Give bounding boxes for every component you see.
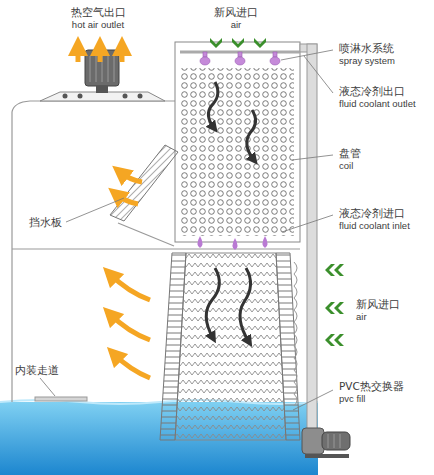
coil-section [175, 42, 300, 242]
part-label: PVC热交换器 [338, 380, 405, 392]
part-label: spray system [338, 56, 396, 67]
part-label: 内装走道 [14, 364, 60, 376]
drift-eliminator [110, 145, 178, 221]
part-label: fluid coolant inlet [338, 221, 411, 232]
fresh-air-arrows [210, 38, 344, 346]
part-label: pvc fill [338, 394, 366, 405]
part-label: fluid coolant outlet [338, 99, 417, 110]
part-label: 新风进口 [355, 298, 401, 310]
walkway [35, 397, 87, 401]
pvc-fill [160, 253, 300, 440]
part-label: 液态冷剂出口 [338, 85, 406, 97]
part-label: air [355, 312, 368, 323]
coolant-drops [198, 236, 268, 250]
leader-lines [40, 50, 333, 410]
part-label: air [230, 20, 243, 31]
hot-air-arrows [78, 46, 150, 378]
part-label: 盘管 [338, 147, 362, 159]
part-label: 喷淋水系统 [338, 42, 395, 54]
part-label: 热空气出口 [70, 6, 127, 18]
part-label: coil [338, 161, 354, 172]
part-label: hot air outlet [71, 20, 125, 31]
part-label: 挡水板 [28, 216, 63, 228]
part-label: 液态冷剂进口 [338, 207, 406, 219]
part-label: 新风进口 [213, 6, 259, 18]
